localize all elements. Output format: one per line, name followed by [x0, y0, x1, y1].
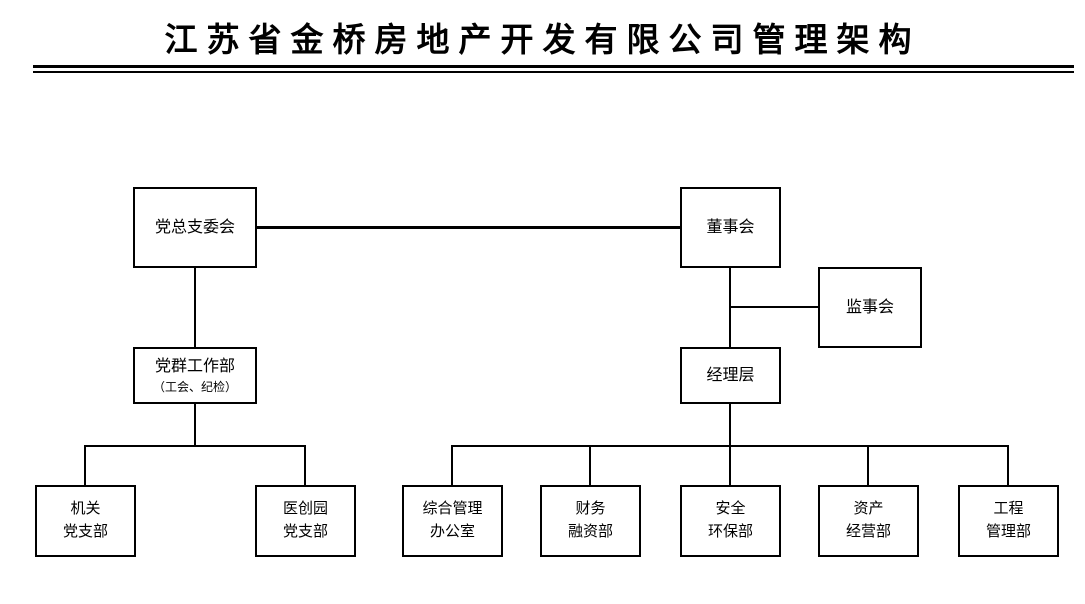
- node-label-line2: 环保部: [707, 524, 753, 540]
- connector-drop-agency-party-branch: [84, 445, 86, 485]
- org-node-finance-financing-dept: 财务 融资部: [540, 485, 641, 557]
- node-label-line1: 财务: [575, 501, 606, 517]
- node-label: 经理层: [706, 366, 755, 384]
- org-node-party-mass-work-dept: 党群工作部 （工会、纪检）: [133, 347, 257, 404]
- node-label: 党群工作部: [154, 358, 235, 375]
- connector-party-committee-to-board: [257, 226, 680, 229]
- connector-party-mass-dept-down: [194, 404, 196, 445]
- connector-left-group-horizontal: [84, 445, 306, 447]
- connector-to-supervisory-board: [729, 306, 818, 308]
- title-double-rule: [33, 65, 1074, 73]
- node-label-line2: 党支部: [282, 524, 328, 540]
- connector-drop-asset-operation-dept: [867, 445, 869, 485]
- connector-management-down: [729, 404, 731, 445]
- org-node-supervisory-board: 监事会: [818, 267, 922, 348]
- node-label-line1: 医创园: [282, 501, 328, 517]
- node-label-line2: 经营部: [845, 524, 891, 540]
- org-node-agency-party-branch: 机关 党支部: [35, 485, 136, 557]
- org-node-party-general-branch-committee: 党总支委会: [133, 187, 257, 268]
- org-node-yichuangyuan-party-branch: 医创园 党支部: [255, 485, 356, 557]
- node-label-line1: 综合管理: [422, 501, 483, 517]
- connector-drop-engineering-management-dept: [1007, 445, 1009, 485]
- node-label-line1: 工程: [993, 501, 1024, 517]
- org-node-safety-environment-dept: 安全 环保部: [680, 485, 781, 557]
- node-label: 董事会: [706, 218, 755, 236]
- connector-drop-general-management-office: [451, 445, 453, 485]
- org-node-board-of-directors: 董事会: [680, 187, 781, 268]
- node-label: 党总支委会: [154, 218, 235, 236]
- node-label: 监事会: [845, 298, 894, 316]
- connector-drop-finance-financing-dept: [589, 445, 591, 485]
- connector-drop-yichuangyuan-party-branch: [304, 445, 306, 485]
- connector-drop-safety-environment-dept: [729, 445, 731, 485]
- node-label-line1: 资产: [853, 501, 884, 517]
- org-node-general-management-office: 综合管理 办公室: [402, 485, 503, 557]
- node-label-line2: 融资部: [567, 524, 613, 540]
- org-node-management-level: 经理层: [680, 347, 781, 404]
- connector-party-committee-to-party-mass-dept: [194, 268, 196, 347]
- node-sublabel: （工会、纪检）: [152, 380, 237, 394]
- node-label-line1: 安全: [715, 501, 746, 517]
- node-label-line2: 党支部: [62, 524, 108, 540]
- page-title: 江苏省金桥房地产开发有限公司管理架构: [164, 23, 921, 59]
- node-label-line1: 机关: [70, 501, 101, 517]
- node-label-line2: 管理部: [985, 524, 1031, 540]
- org-node-engineering-management-dept: 工程 管理部: [958, 485, 1059, 557]
- org-node-asset-operation-dept: 资产 经营部: [818, 485, 919, 557]
- node-label-line2: 办公室: [429, 524, 475, 540]
